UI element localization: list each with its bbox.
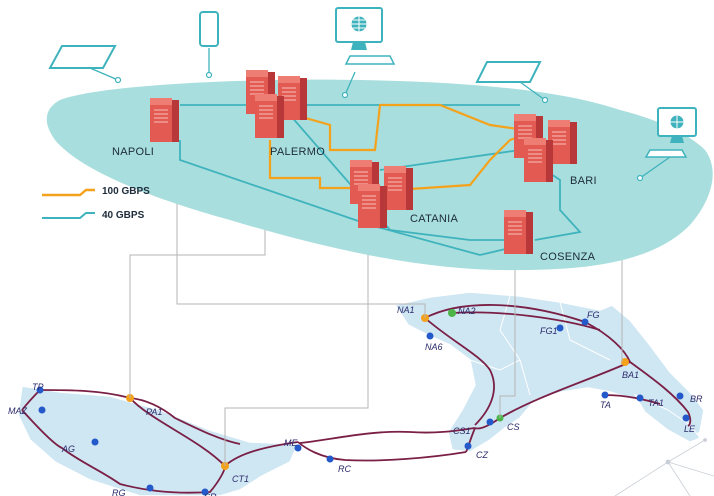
node-label: PA1 [146, 407, 162, 417]
node-label: RG [112, 488, 126, 496]
node-rg [146, 484, 154, 492]
node-sr [201, 488, 209, 496]
server-icon [254, 93, 285, 139]
cloud-shape [46, 79, 713, 271]
italy-map: NA1 NA2 NA6 FG FG1 BA1 TA TA1 BR LE CS C… [8, 291, 705, 496]
datacenter-label-napoli: NAPOLI [112, 146, 154, 158]
node-label: SR [204, 492, 217, 496]
node-label: CS1 [453, 426, 471, 436]
node-label: CZ [476, 450, 488, 460]
node-label: ME [284, 438, 298, 448]
keyboard-icon [344, 55, 396, 65]
node-ta1 [636, 394, 644, 402]
legend-swatch-100gbps [42, 188, 95, 197]
node-label: LE [684, 424, 696, 434]
node-label: FG [587, 310, 600, 320]
desktop-icon [636, 107, 697, 182]
node-label: TA1 [648, 398, 664, 408]
node-rc [326, 455, 334, 463]
node-label: NA6 [425, 342, 443, 352]
mainland-shape [393, 291, 705, 453]
node-label: CT1 [232, 474, 249, 484]
datacenter-label-catania: CATANIA [410, 213, 459, 225]
node-ba1 [621, 358, 629, 366]
legend-label-40gbps: 40 GBPS [102, 210, 145, 221]
heel-shape [633, 393, 701, 443]
node-label: BR [690, 394, 703, 404]
node-label: BA1 [622, 370, 639, 380]
keyboard-icon [644, 149, 688, 158]
network-mesh-decoration [614, 438, 714, 496]
node-label: TP [32, 382, 44, 392]
node-fg1 [556, 324, 564, 332]
datacenter-label-bari: BARI [570, 175, 597, 187]
node-ag [91, 438, 99, 446]
node-label: AG [61, 444, 75, 454]
node-na2 [448, 309, 456, 317]
datacenter-label-palermo: PALERMO [270, 146, 325, 158]
server-icon [523, 137, 554, 183]
node-br [676, 392, 684, 400]
node-label: TA [600, 400, 611, 410]
node-cs1 [486, 418, 494, 426]
globe-icon [670, 115, 684, 129]
datacenter-label-cosenza: COSENZA [540, 251, 596, 263]
node-label: NA2 [458, 306, 476, 316]
server-icon [503, 209, 534, 255]
node-me [294, 444, 302, 452]
desktop-icon [335, 7, 396, 99]
node-label: FG1 [540, 326, 558, 336]
node-na6 [426, 332, 434, 340]
tablet-icon [48, 45, 122, 84]
node-label: MAZ [8, 406, 28, 416]
node-label: NA1 [397, 305, 415, 315]
legend-swatch-40gbps [42, 212, 95, 219]
device-icons [48, 7, 697, 182]
legend-label-100gbps: 100 GBPS [102, 186, 150, 197]
node-tp [36, 386, 44, 394]
node-le [682, 414, 690, 422]
node-cz [464, 442, 472, 450]
server-icon [383, 165, 414, 211]
tablet-icon [475, 61, 549, 104]
node-fg [581, 318, 589, 326]
legend: 100 GBPS 40 GBPS [42, 186, 150, 221]
sicily-shape [17, 385, 300, 496]
globe-icon [351, 16, 367, 32]
server-icon [357, 183, 388, 229]
server-icon [149, 97, 180, 143]
smartphone-icon [199, 11, 219, 79]
node-ta [601, 391, 609, 399]
node-label: RC [338, 464, 351, 474]
node-maz [38, 406, 46, 414]
node-label: CS [507, 422, 520, 432]
